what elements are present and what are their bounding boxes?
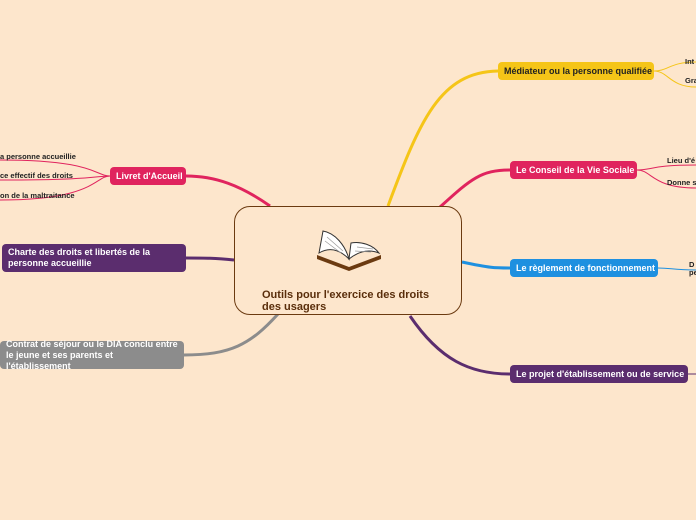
link-mediateur bbox=[388, 71, 498, 206]
node-livret[interactable]: Livret d'Accueil bbox=[110, 167, 186, 185]
leaf-conseil-2[interactable]: Donne s bbox=[667, 178, 696, 187]
leaf-mediateur-2[interactable]: Gra bbox=[685, 76, 696, 85]
link-conseil-leaf-1 bbox=[637, 165, 696, 170]
link-livret bbox=[186, 176, 270, 206]
node-reglement[interactable]: Le règlement de fonctionnement bbox=[510, 259, 658, 277]
link-contrat bbox=[184, 314, 278, 355]
leaf-livret-3[interactable]: on de la maltraitance bbox=[0, 191, 75, 200]
leaf-reglement-2[interactable]: pe bbox=[689, 268, 696, 277]
node-mediateur[interactable]: Médiateur ou la personne qualifiée bbox=[498, 62, 654, 80]
node-projet[interactable]: Le projet d'établissement ou de service bbox=[510, 365, 688, 383]
leaf-conseil-1[interactable]: Lieu d'é bbox=[667, 156, 695, 165]
leaf-livret-2[interactable]: ce effectif des droits bbox=[0, 171, 73, 180]
node-contrat-label: Contrat de séjour ou le DIA conclu entre… bbox=[6, 339, 178, 372]
leaf-mediateur-1[interactable]: Int bbox=[685, 57, 694, 66]
node-charte[interactable]: Charte des droits et libertés de la pers… bbox=[2, 244, 186, 272]
open-book-icon bbox=[311, 225, 387, 273]
central-topic-title: Outils pour l'exercice des droits des us… bbox=[262, 289, 442, 313]
node-reglement-label: Le règlement de fonctionnement bbox=[516, 263, 655, 273]
link-charte bbox=[186, 258, 234, 260]
node-mediateur-label: Médiateur ou la personne qualifiée bbox=[504, 66, 652, 76]
node-charte-label: Charte des droits et libertés de la pers… bbox=[8, 247, 180, 269]
node-livret-label: Livret d'Accueil bbox=[116, 171, 183, 181]
node-conseil-label: Le Conseil de la Vie Sociale bbox=[516, 165, 634, 175]
node-contrat[interactable]: Contrat de séjour ou le DIA conclu entre… bbox=[0, 341, 184, 369]
central-topic[interactable]: Outils pour l'exercice des droits des us… bbox=[234, 206, 462, 315]
leaf-livret-1[interactable]: a personne accueillie bbox=[0, 152, 76, 161]
link-conseil bbox=[440, 170, 510, 207]
link-reglement bbox=[462, 262, 510, 268]
link-projet bbox=[410, 316, 510, 374]
node-projet-label: Le projet d'établissement ou de service bbox=[516, 369, 684, 379]
node-conseil[interactable]: Le Conseil de la Vie Sociale bbox=[510, 161, 637, 179]
